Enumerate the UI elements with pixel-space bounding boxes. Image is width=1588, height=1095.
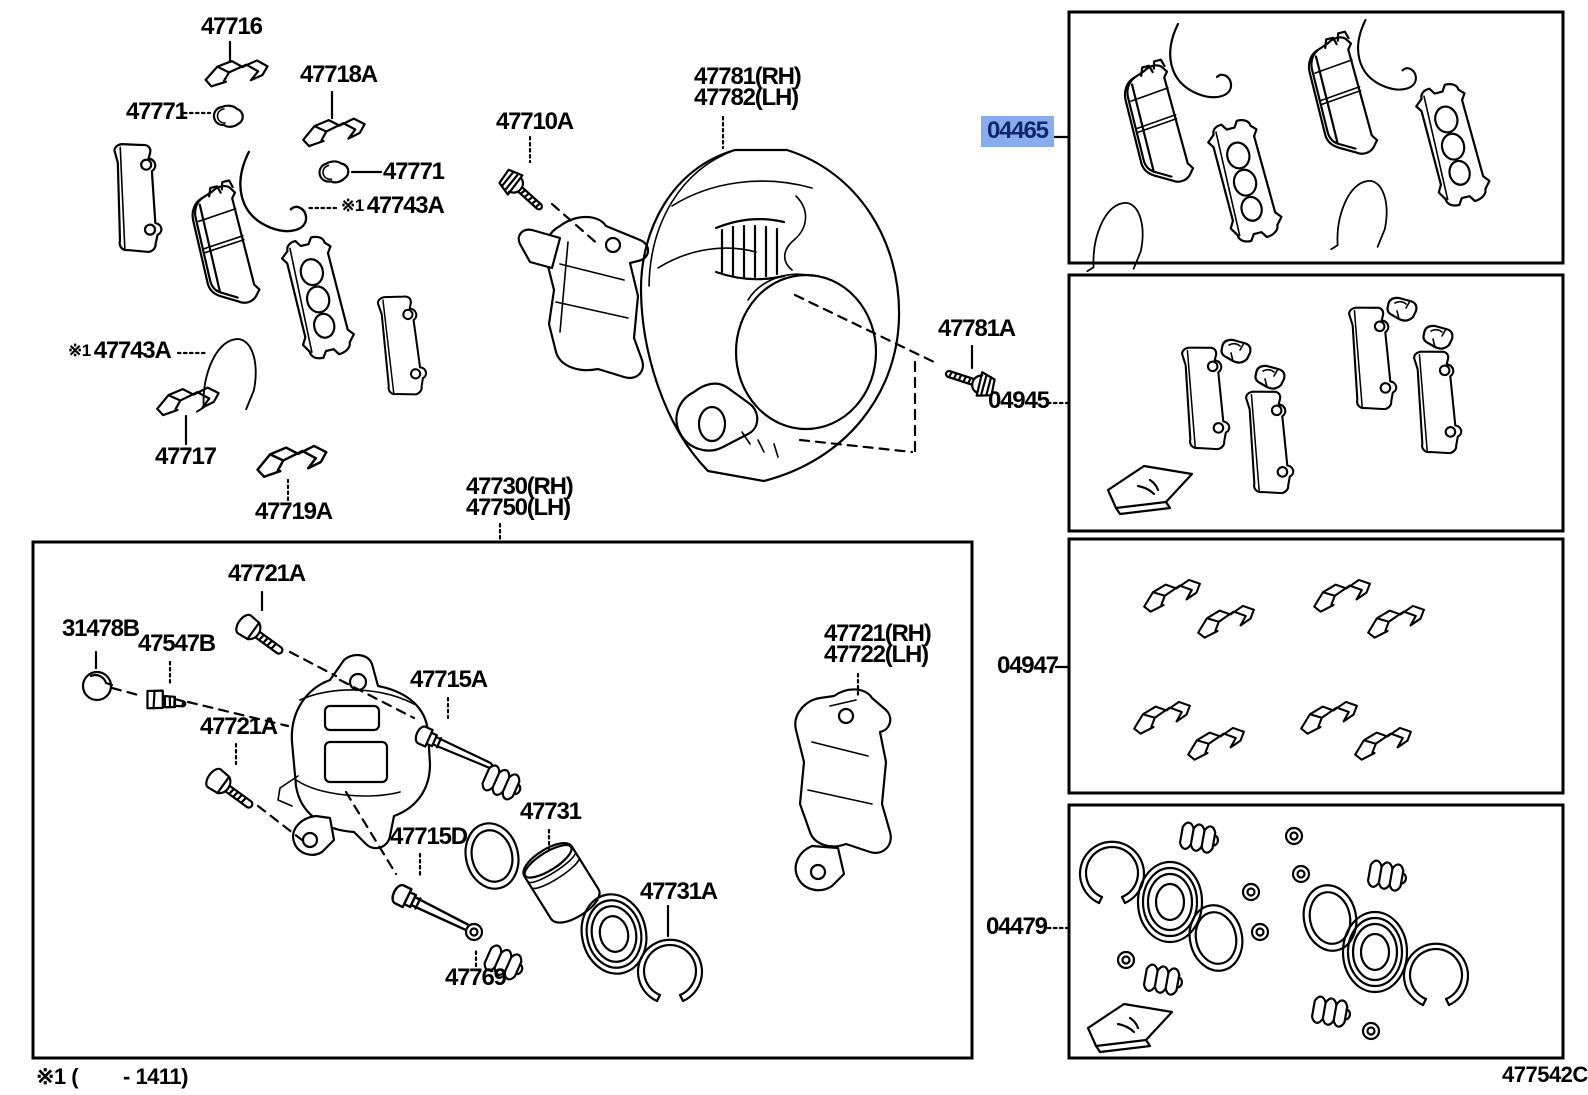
set-ring-47731a [636,938,704,1003]
part-label-47721-47722[interactable]: 47721(RH)47722(LH) [824,620,932,668]
pad-support-plate-47719a [253,440,330,479]
main-assembly-box [31,540,974,1060]
selected-kit-highlight: 04465 [981,116,1054,147]
part-label-47731a[interactable]: 47731A [640,878,718,905]
kit-seal-kit [1078,820,1470,1054]
brake-pad-friction [185,178,263,312]
caliper-mounting-bracket [517,215,650,380]
pin-boot-upper [479,762,527,804]
part-label-47715a[interactable]: 47715A [410,666,488,693]
part-label-47781-47782[interactable]: 47781(RH)47782(LH) [694,63,802,111]
part-label-47771-right[interactable]: 47771 [383,158,445,185]
part-label-47781a[interactable]: 47781A [938,315,1016,342]
kit-fitting-clips [1128,574,1429,763]
part-label-47721a-lower[interactable]: 47721A [200,713,278,740]
part-label-47731[interactable]: 47731 [520,798,582,825]
kit-label-04945[interactable]: 04945 [988,387,1050,414]
bracket-bolt-47710a [494,164,551,219]
pad-support-plate-47717 [153,383,222,417]
part-label-47721a-upper[interactable]: 47721A [228,560,306,587]
kit-shims [1106,296,1466,516]
figure-code: 477542C [1502,1062,1588,1087]
wear-indicator-wire-top [239,150,308,233]
pin-bushing-47769 [464,922,484,942]
mounting-bracket-47721 [794,688,892,892]
pad-support-clip-47716 [202,56,271,88]
part-label-47716[interactable]: 47716 [201,13,263,40]
part-label-47717[interactable]: 47717 [155,443,217,470]
part-label-47547b[interactable]: 47547B [138,630,216,657]
part-label-47718a[interactable]: 47718A [300,61,378,88]
part-label-31478b[interactable]: 31478B [62,615,140,642]
footnote-text: ※1 ( - 1411) [36,1064,189,1089]
kit-label-04465[interactable]: 04465 [981,116,1054,147]
caliper-body [277,654,432,856]
part-label-47771-left[interactable]: 47771 [126,98,188,125]
piston-seal [457,816,527,896]
wear-indicator-wire-left [195,338,257,413]
caliper-bolt-47721a-upper [231,610,290,662]
kit-label-04947[interactable]: 04947 [997,652,1059,679]
part-label-47715d[interactable]: 47715D [390,823,468,850]
part-label-47730-47750[interactable]: 47730(RH)47750(LH) [466,473,574,521]
leader-lines [94,40,1071,968]
disc-dust-shield [639,148,901,483]
part-label-47769[interactable]: 47769 [445,964,507,991]
kit-box-04479 [1067,803,1565,1060]
anti-squeal-shim-left [108,139,166,256]
caliper-bolt-47721a-lower [201,764,260,816]
kit-label-04479[interactable]: 04479 [986,913,1048,940]
part-label-47719a[interactable]: 47719A [255,498,333,525]
assembly-dashed-lines [110,202,936,876]
anti-squeal-shim-right [371,291,431,400]
piston-47731 [516,835,607,931]
bleeder-cap-31478b [81,670,114,702]
kit-pads [1086,18,1495,273]
footnote-ref-icon: ※1 [68,341,91,360]
kit-box-04947 [1067,537,1565,795]
pad-support-clip-47718a [299,114,368,148]
bleeder-plug-47547b [143,686,188,716]
pad-guide-grommet-47771-right [317,158,351,186]
brake-pad-backing-plate [277,231,359,363]
pad-guide-grommet-47771-left [212,104,244,128]
footnote-ref-icon: ※1 [341,196,364,215]
part-label-47710a[interactable]: 47710A [496,108,574,135]
